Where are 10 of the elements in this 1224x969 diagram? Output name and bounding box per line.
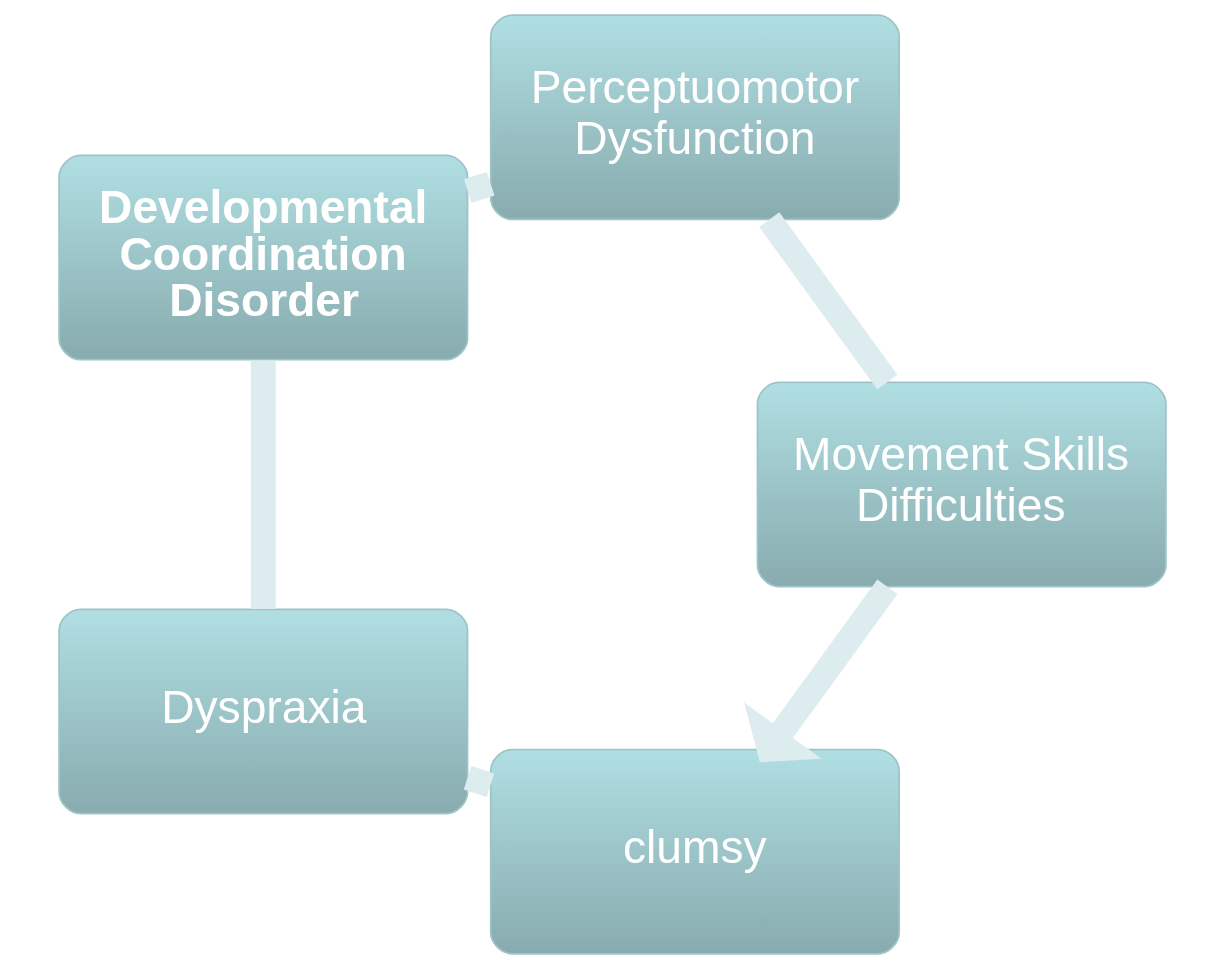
connector xyxy=(250,360,276,609)
connector xyxy=(463,171,494,203)
node-box: Perceptuomotor Dysfunction xyxy=(489,14,900,221)
connector xyxy=(758,212,897,390)
node-box: Movement Skills Difficulties xyxy=(756,381,1167,588)
node-box: clumsy xyxy=(489,748,900,955)
arrow xyxy=(743,579,897,763)
node-box: Dyspraxia xyxy=(57,608,468,815)
connector xyxy=(463,765,494,798)
node-box: Developmental Coordination Disorder xyxy=(57,154,468,361)
